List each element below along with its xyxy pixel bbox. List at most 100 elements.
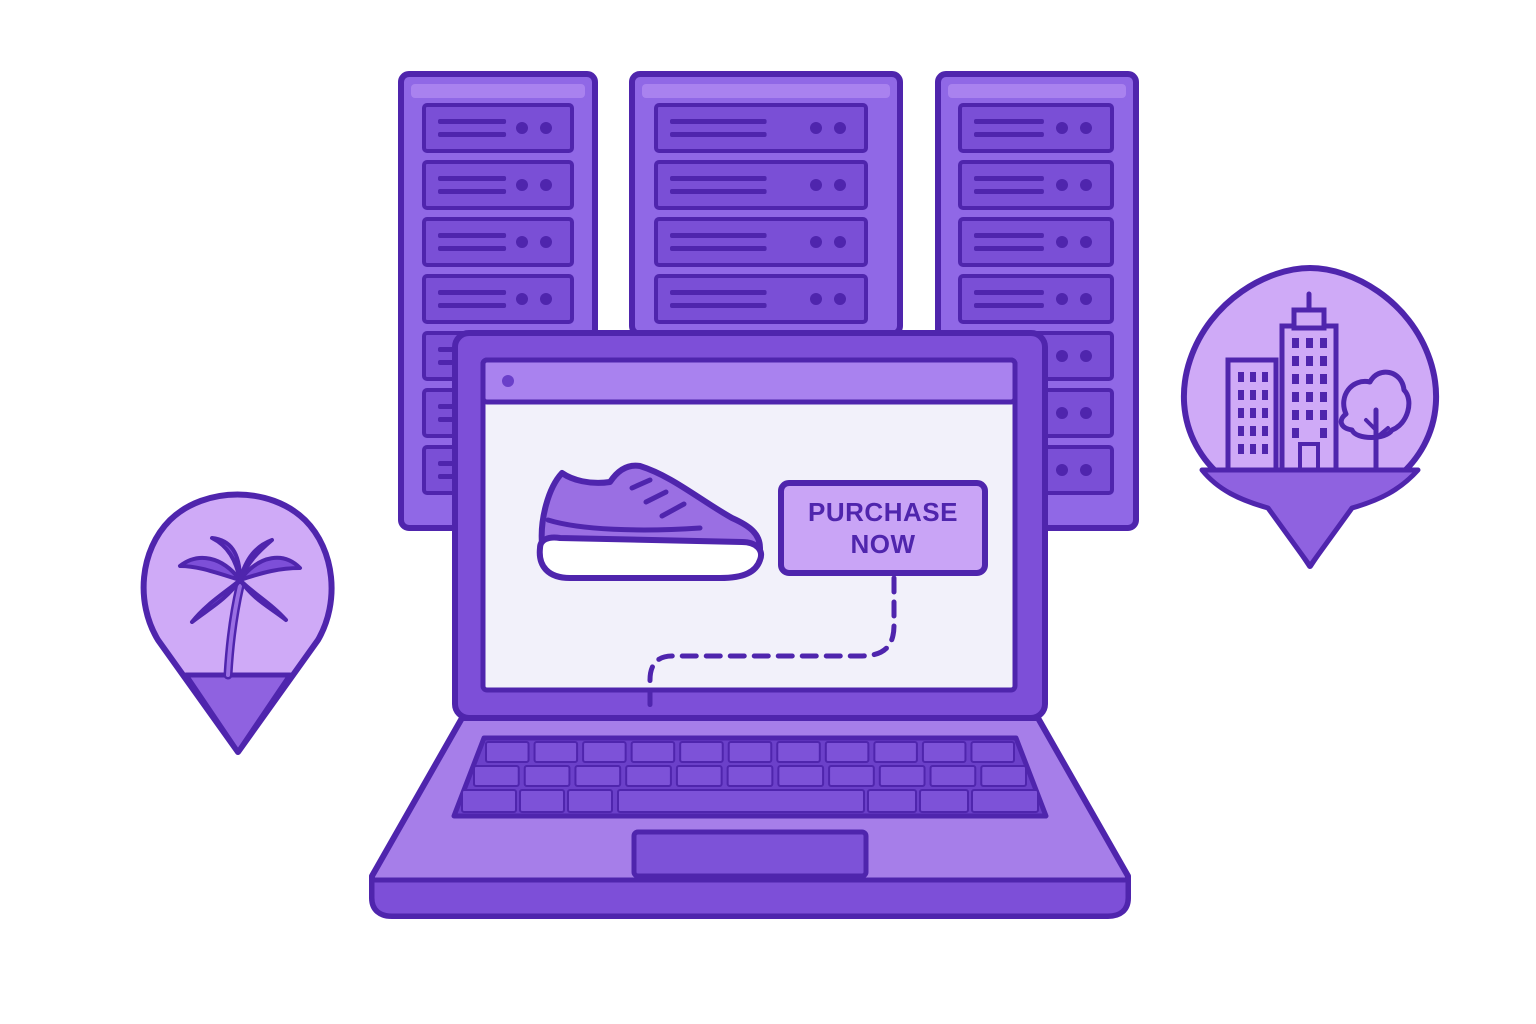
keyboard-key	[523, 765, 571, 787]
building-window	[1292, 338, 1299, 348]
status-light-icon	[540, 236, 552, 248]
building-window	[1320, 356, 1327, 366]
building-window	[1320, 338, 1327, 348]
rack-unit	[654, 160, 868, 210]
building-window	[1262, 390, 1268, 400]
building-window	[1320, 428, 1327, 438]
trackpad	[631, 829, 869, 879]
rack-unit	[422, 160, 574, 210]
keyboard-key	[473, 765, 520, 787]
status-light-icon	[516, 179, 528, 191]
status-light-icon	[1080, 179, 1092, 191]
status-light-icon	[810, 179, 822, 191]
building-window	[1238, 426, 1244, 436]
status-light-icon	[516, 293, 528, 305]
building-window	[1262, 408, 1268, 418]
status-light-icon	[1080, 464, 1092, 476]
building-window	[1262, 426, 1268, 436]
status-light-icon	[834, 179, 846, 191]
keyboard-key	[971, 789, 1039, 813]
keyboard-key	[574, 765, 622, 787]
building-window	[1320, 392, 1327, 402]
building-window	[1250, 426, 1256, 436]
keyboard-key	[828, 765, 875, 787]
status-light-icon	[540, 122, 552, 134]
keyboard-key	[824, 741, 870, 763]
rack-unit	[958, 274, 1114, 324]
city-location-pin-icon	[1180, 265, 1440, 569]
rack-unit	[422, 103, 574, 153]
building-window	[1238, 390, 1244, 400]
status-light-icon	[834, 236, 846, 248]
browser-dot-icon	[502, 375, 514, 387]
status-light-icon	[516, 122, 528, 134]
status-light-icon	[810, 293, 822, 305]
sneaker-icon	[536, 462, 764, 581]
building-window	[1292, 428, 1299, 438]
keyboard-key	[919, 789, 969, 813]
status-light-icon	[540, 179, 552, 191]
keyboard-key	[533, 741, 579, 763]
keyboard-key	[675, 765, 723, 787]
building-window	[1292, 356, 1299, 366]
building-window	[1320, 410, 1327, 420]
building-window	[1262, 372, 1268, 382]
status-light-icon	[1080, 293, 1092, 305]
building-window	[1320, 374, 1327, 384]
rack-unit	[958, 217, 1114, 267]
building-window	[1262, 444, 1268, 454]
keyboard-key	[485, 741, 530, 763]
building-window	[1292, 410, 1299, 420]
keyboard-key	[582, 741, 627, 763]
status-light-icon	[1080, 236, 1092, 248]
keyboard-key	[873, 741, 918, 763]
laptop-icon: PURCHASE NOW	[369, 330, 1131, 919]
status-light-icon	[1056, 179, 1068, 191]
purchase-button-line1: PURCHASE	[808, 497, 958, 527]
keyboard-keys	[461, 741, 1039, 813]
building-window	[1238, 408, 1244, 418]
building-window	[1292, 374, 1299, 384]
rack-unit	[422, 274, 574, 324]
building-window	[1238, 444, 1244, 454]
keyboard-key	[980, 765, 1027, 787]
status-light-icon	[834, 293, 846, 305]
status-light-icon	[1056, 464, 1068, 476]
building-window	[1306, 356, 1313, 366]
keyboard-key	[567, 789, 613, 813]
rack-unit	[958, 160, 1114, 210]
status-light-icon	[540, 293, 552, 305]
keyboard-key	[776, 741, 821, 763]
building-window	[1292, 392, 1299, 402]
status-light-icon	[1080, 350, 1092, 362]
status-light-icon	[1056, 122, 1068, 134]
browser-titlebar	[480, 357, 1018, 405]
click-path-line	[647, 575, 897, 715]
building-window	[1238, 372, 1244, 382]
purchase-now-button[interactable]: PURCHASE NOW	[778, 480, 988, 576]
status-light-icon	[834, 122, 846, 134]
palm-tree-location-pin-icon	[140, 491, 335, 755]
keyboard-key	[630, 741, 676, 763]
status-light-icon	[516, 236, 528, 248]
keyboard-key	[727, 741, 773, 763]
status-light-icon	[1080, 407, 1092, 419]
status-light-icon	[810, 122, 822, 134]
keyboard-key	[929, 765, 977, 787]
keyboard-key	[617, 789, 865, 813]
purchase-button-line2: NOW	[850, 529, 915, 559]
status-light-icon	[1056, 293, 1068, 305]
status-light-icon	[1056, 350, 1068, 362]
rack-unit	[422, 217, 574, 267]
keyboard-key	[878, 765, 926, 787]
server-rack-icon	[629, 71, 903, 337]
keyboard-key	[726, 765, 774, 787]
keyboard-key	[777, 765, 825, 787]
building-window	[1250, 408, 1256, 418]
building-window	[1250, 444, 1256, 454]
keyboard-key	[921, 741, 967, 763]
status-light-icon	[1056, 407, 1068, 419]
status-light-icon	[810, 236, 822, 248]
keyboard-key	[461, 789, 517, 813]
server-racks	[398, 71, 1139, 531]
